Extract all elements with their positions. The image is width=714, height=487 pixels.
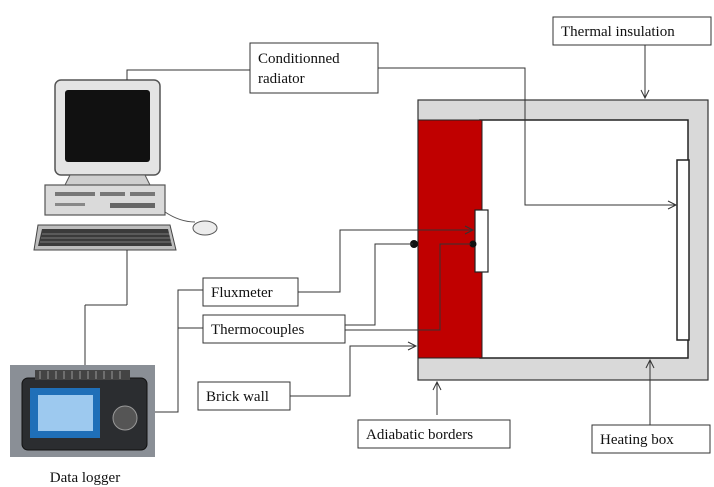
svg-text:Thermocouples: Thermocouples (211, 322, 304, 338)
conditioned-radiator-plate (676, 159, 690, 341)
label-box-brick-wall: Brick wall (197, 381, 291, 411)
heating-box (410, 99, 709, 381)
label-box-conditioned-radiator: Conditionned radiator (249, 42, 379, 94)
heating-box-interior (479, 119, 689, 359)
data-logger-label: Data logger (50, 470, 120, 486)
data-logger-icon (10, 365, 155, 457)
svg-text:Fluxmeter: Fluxmeter (211, 285, 273, 301)
thermocouple-point-inner (469, 240, 477, 248)
label-box-fluxmeter: Fluxmeter (202, 277, 299, 307)
svg-text:Heating box: Heating box (600, 432, 674, 448)
computer-icon (33, 79, 218, 251)
fluxmeter-sensor (474, 209, 489, 273)
svg-text:radiator: radiator (258, 71, 305, 87)
svg-text:Adiabatic borders: Adiabatic borders (366, 427, 473, 443)
connection-lines (126, 45, 678, 425)
svg-text:Brick wall: Brick wall (206, 389, 269, 405)
label-box-adiabatic-borders: Adiabatic borders (357, 419, 511, 449)
label-box-thermocouples: Thermocouples (202, 314, 346, 344)
label-box-heating-box: Heating box (591, 424, 711, 454)
label-box-thermal-insulation: Thermal insulation (552, 16, 712, 46)
svg-text:Thermal insulation: Thermal insulation (561, 24, 675, 40)
brick-wall-block (417, 119, 483, 359)
svg-text:Conditionned: Conditionned (258, 51, 340, 67)
thermocouple-point-outer (410, 240, 418, 248)
